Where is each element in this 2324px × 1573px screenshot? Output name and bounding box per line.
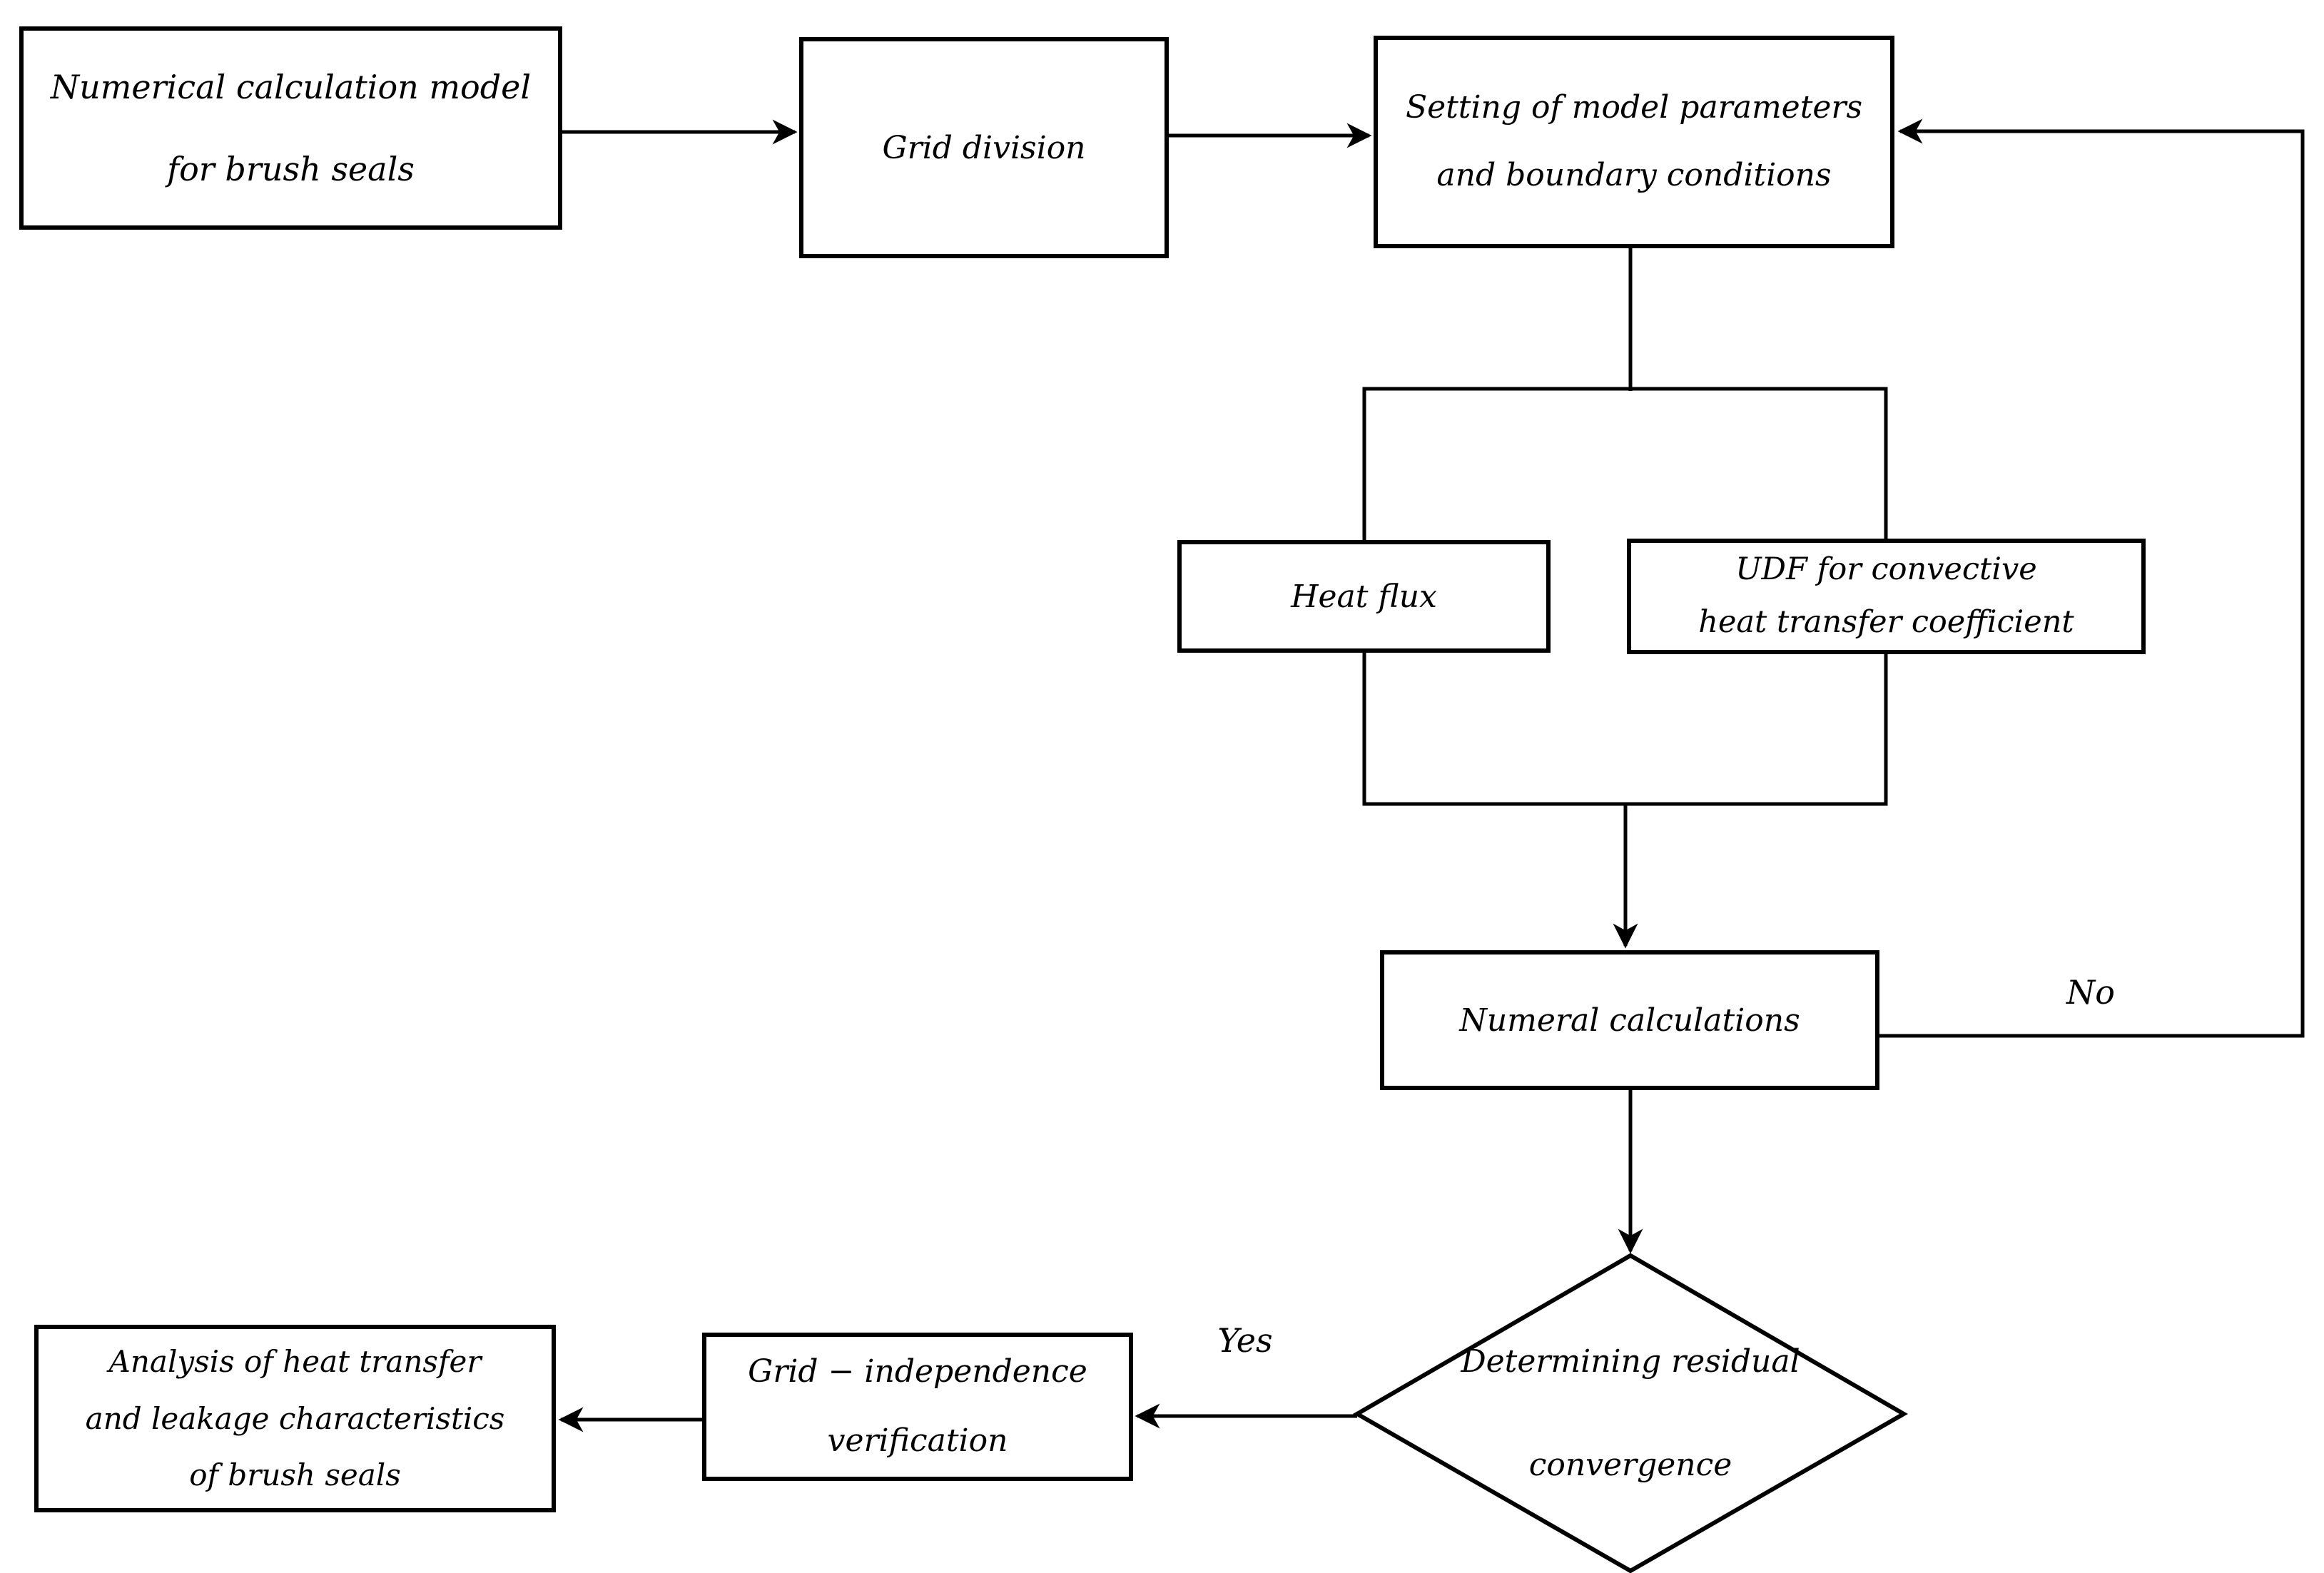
edge-merge-branches bbox=[1362, 653, 1888, 806]
node-udf-convective-coefficient: UDF for convective heat transfer coeffic… bbox=[1627, 539, 2146, 654]
node-setting-model-parameters: Setting of model parameters and boundary… bbox=[1374, 36, 1894, 248]
node-heat-flux: Heat flux bbox=[1177, 540, 1551, 653]
node-numeral-calculations: Numeral calculations bbox=[1380, 950, 1879, 1090]
node-numerical-calculation-model-label: Numerical calculation model for brush se… bbox=[50, 67, 532, 188]
edge-no-feedback-loop bbox=[1879, 118, 2305, 1038]
node-numerical-calculation-model: Numerical calculation model for brush se… bbox=[19, 26, 562, 230]
node-determining-residual-convergence: Determining residual convergence bbox=[1357, 1256, 1904, 1571]
edge-label-yes: Yes bbox=[1217, 1321, 1273, 1360]
node-udf-convective-coefficient-label: UDF for convective heat transfer coeffic… bbox=[1698, 551, 2074, 640]
edge-label-no: No bbox=[2066, 973, 2115, 1012]
node-numeral-calculations-label: Numeral calculations bbox=[1459, 1002, 1800, 1039]
node-analysis-heat-transfer-leakage-label: Analysis of heat transfer and leakage ch… bbox=[85, 1343, 505, 1493]
edge-split-branches bbox=[1362, 387, 1888, 544]
node-grid-division: Grid division bbox=[799, 37, 1169, 258]
node-analysis-heat-transfer-leakage: Analysis of heat transfer and leakage ch… bbox=[34, 1325, 556, 1512]
node-setting-model-parameters-label: Setting of model parameters and boundary… bbox=[1405, 89, 1863, 193]
node-determining-residual-convergence-label: Determining residual convergence bbox=[1461, 1343, 1800, 1483]
node-grid-independence-verification-label: Grid − independence verification bbox=[748, 1353, 1087, 1459]
node-grid-division-label: Grid division bbox=[882, 129, 1086, 166]
decision-diamond bbox=[1352, 1253, 1909, 1573]
node-heat-flux-label: Heat flux bbox=[1291, 578, 1437, 615]
node-grid-independence-verification: Grid − independence verification bbox=[702, 1333, 1133, 1481]
